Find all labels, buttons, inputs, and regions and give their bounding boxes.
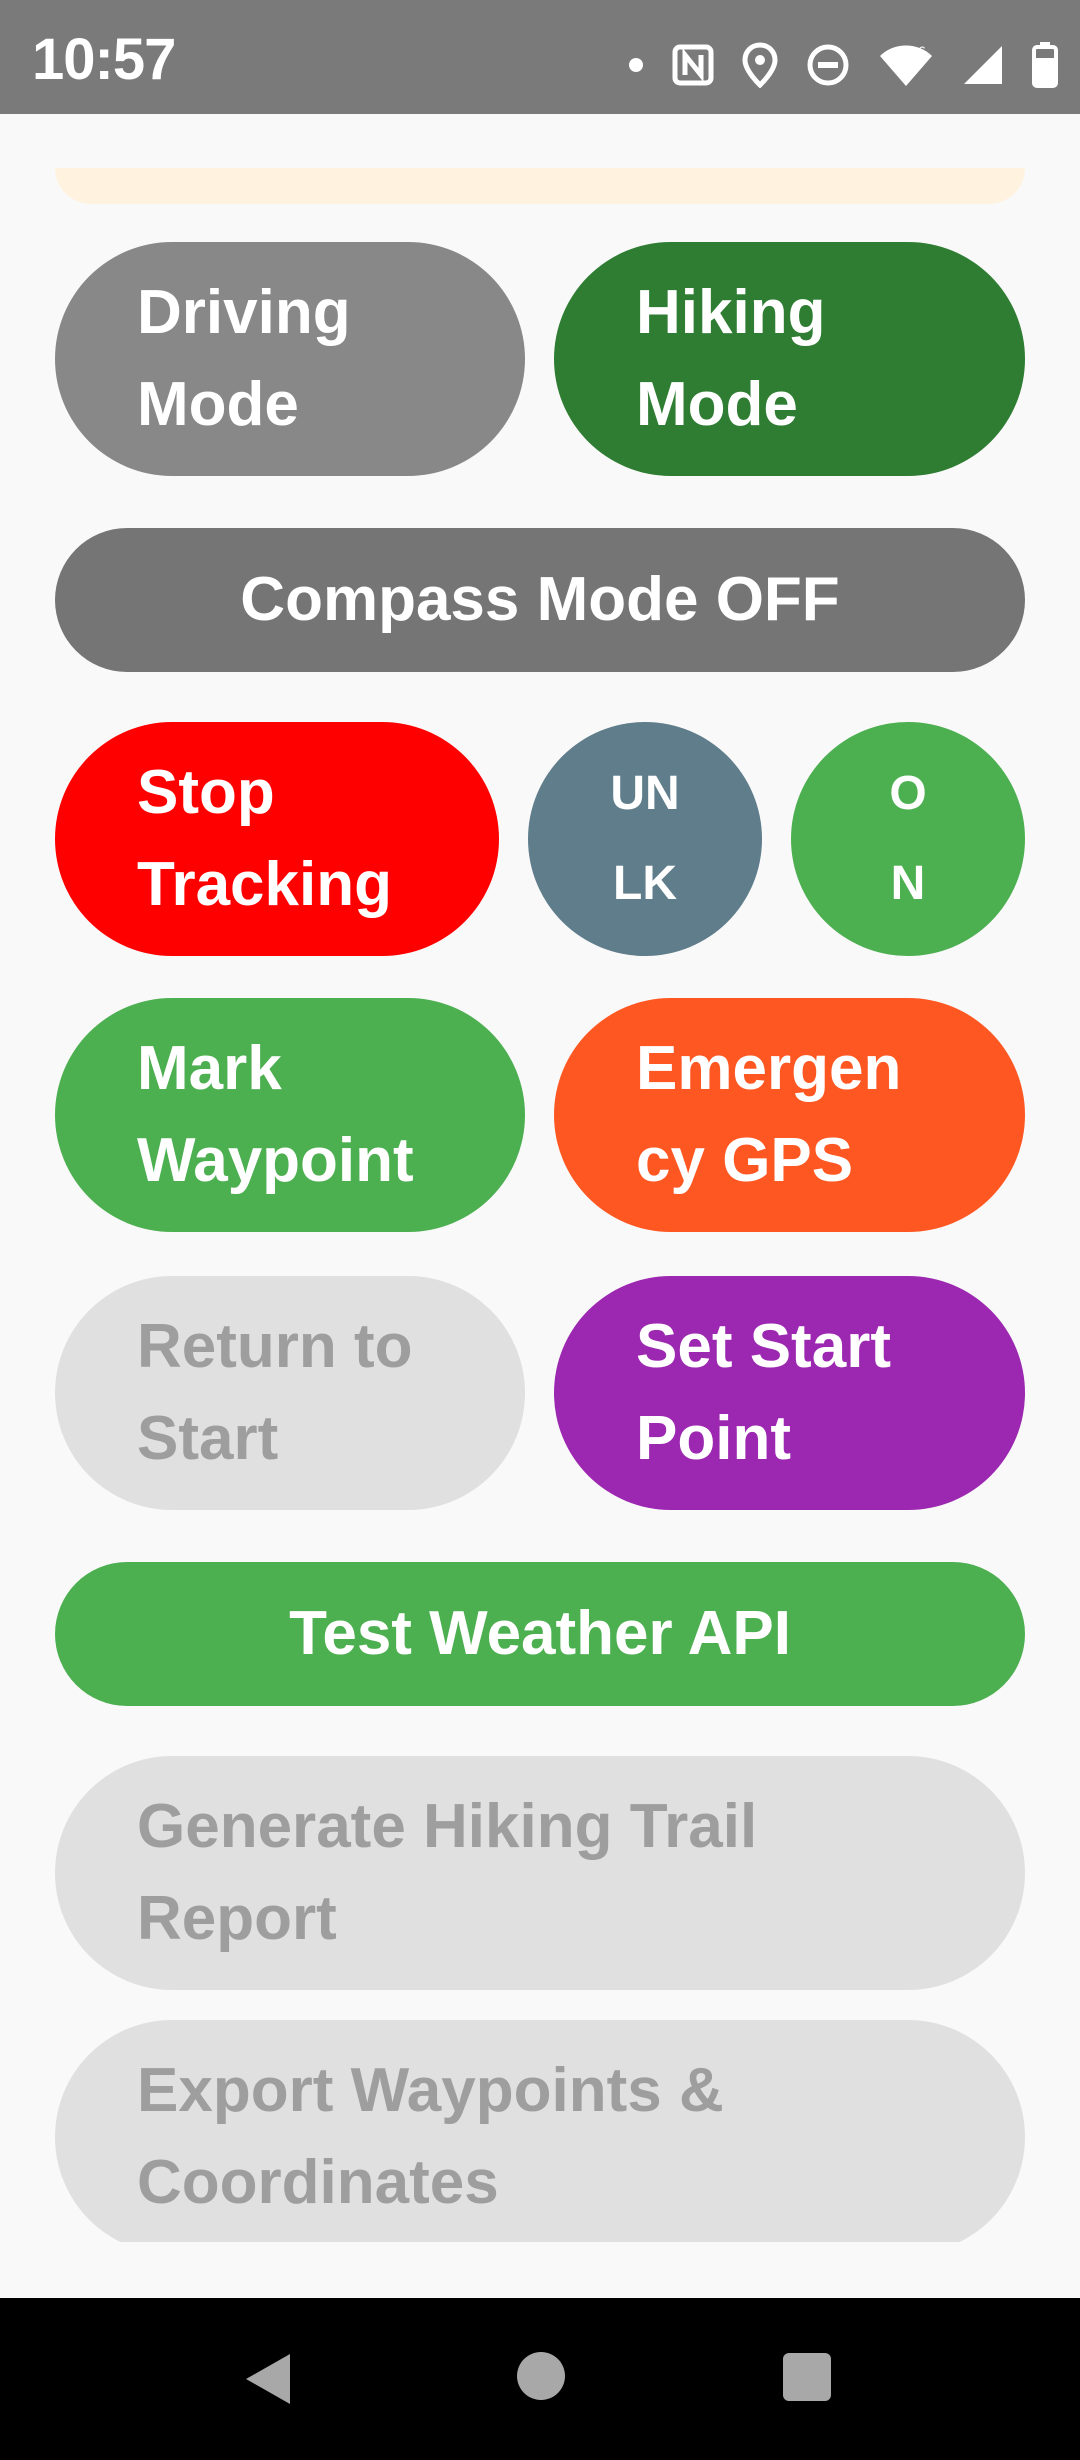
set-start-point-label-line1: Set Start <box>636 1312 891 1381</box>
status-time: 10:57 <box>32 27 176 92</box>
emergency-gps-button[interactable]: Emergen cy GPS <box>554 998 1025 1232</box>
nfc-icon <box>672 44 714 86</box>
hiking-mode-label-line1: Hiking <box>636 278 826 347</box>
compass-mode-button[interactable]: Compass Mode OFF <box>55 528 1025 672</box>
location-icon <box>742 42 778 88</box>
battery-icon <box>1032 42 1058 88</box>
status-icons: 6 <box>628 34 1058 96</box>
driving-mode-label-line2: Mode <box>137 370 299 439</box>
export-waypoints-label-line2: Coordinates <box>137 2148 499 2217</box>
test-weather-api-label: Test Weather API <box>289 1599 791 1668</box>
mark-waypoint-label-line2: Waypoint <box>137 1126 414 1195</box>
mark-waypoint-button[interactable]: Mark Waypoint <box>55 998 525 1232</box>
hiking-mode-button[interactable]: Hiking Mode <box>554 242 1025 476</box>
stop-tracking-label-line2: Tracking <box>137 850 392 919</box>
stop-tracking-button[interactable]: Stop Tracking <box>55 722 499 956</box>
generate-report-label-line2: Report <box>137 1884 337 1953</box>
on-button[interactable]: O N <box>791 722 1025 956</box>
emergency-gps-label-line1: Emergen <box>636 1034 902 1103</box>
export-waypoints-label-line1: Export Waypoints & <box>137 2056 724 2125</box>
export-clip: Export Waypoints & Coordinates <box>55 2020 1025 2242</box>
set-start-point-label-line2: Point <box>636 1404 791 1473</box>
on-label-line1: O <box>889 767 927 820</box>
stop-tracking-label-line1: Stop <box>137 758 275 827</box>
back-icon[interactable] <box>240 2350 294 2408</box>
generate-report-label-line1: Generate Hiking Trail <box>137 1792 758 1861</box>
return-to-start-label-line1: Return to <box>137 1312 413 1381</box>
set-start-point-button[interactable]: Set Start Point <box>554 1276 1025 1510</box>
on-label-line2: N <box>890 857 926 910</box>
driving-mode-button[interactable]: Driving Mode <box>55 242 525 476</box>
generate-report-button[interactable]: Generate Hiking Trail Report <box>55 1756 1025 1990</box>
status-bar: 10:57 6 <box>0 0 1080 114</box>
export-waypoints-button[interactable]: Export Waypoints & Coordinates <box>55 2020 1025 2242</box>
top-banner <box>55 168 1025 204</box>
driving-mode-label-line1: Driving <box>137 278 351 347</box>
emergency-gps-label-line2: cy GPS <box>636 1126 854 1195</box>
svg-text:6: 6 <box>918 43 926 59</box>
unlock-label-line2: LK <box>613 857 677 910</box>
return-to-start-label-line2: Start <box>137 1404 279 1473</box>
hiking-mode-label-line2: Mode <box>636 370 798 439</box>
compass-mode-label: Compass Mode OFF <box>240 565 840 634</box>
recents-icon[interactable] <box>781 2351 833 2403</box>
unlock-label-line1: UN <box>610 767 680 820</box>
test-weather-api-button[interactable]: Test Weather API <box>55 1562 1025 1706</box>
unlock-button[interactable]: UN LK <box>528 722 762 956</box>
return-to-start-button[interactable]: Return to Start <box>55 1276 525 1510</box>
signal-icon <box>964 46 1002 84</box>
navigation-bar <box>0 2298 1080 2460</box>
dot-icon <box>629 58 643 72</box>
main-content: Driving Mode Hiking Mode Compass Mode OF… <box>0 114 1080 2298</box>
do-not-disturb-icon <box>807 44 849 86</box>
wifi-icon: 6 <box>880 43 932 86</box>
home-icon[interactable] <box>515 2350 567 2402</box>
mark-waypoint-label-line1: Mark <box>137 1034 282 1103</box>
